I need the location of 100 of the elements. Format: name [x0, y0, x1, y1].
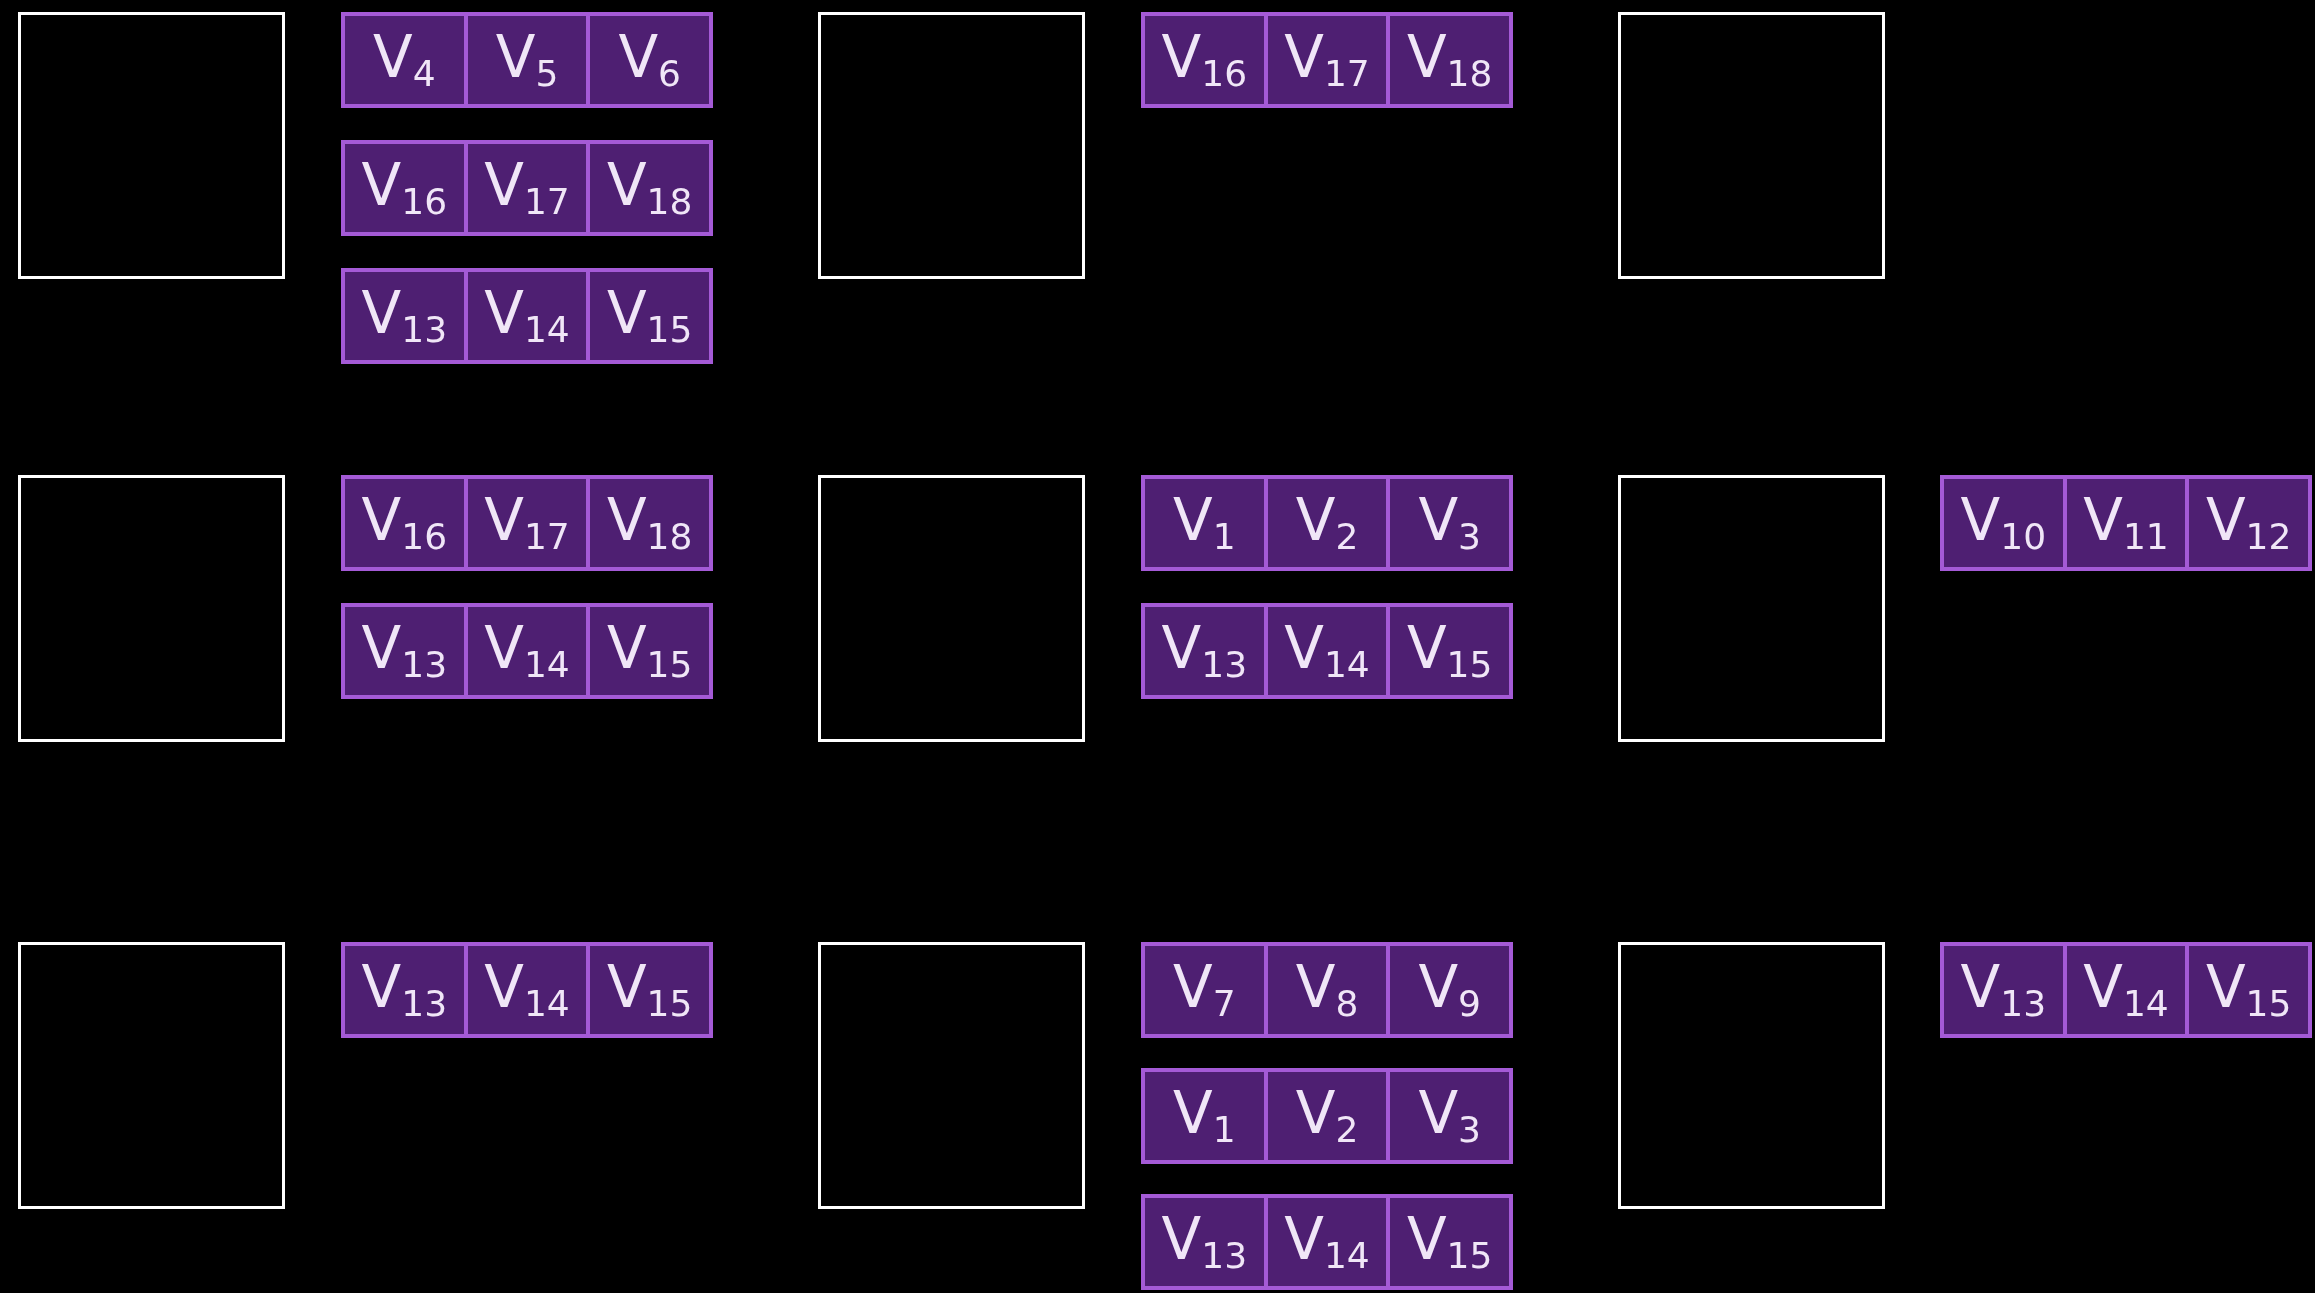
- vertex-strip: [341, 603, 713, 699]
- vertex-label: V$_{1}$: [1173, 491, 1236, 555]
- vertex-cell: [1267, 1072, 1387, 1160]
- vertex-cell: [345, 272, 464, 360]
- vertex-label: V$_{15}$: [1406, 1210, 1493, 1274]
- vertex-strip: [1940, 475, 2312, 571]
- vertex-label: V$_{5}$: [495, 28, 559, 92]
- vertex-label: V$_{14}$: [484, 958, 570, 1022]
- vertex-label: V$_{18}$: [1406, 28, 1493, 92]
- vertex-label: V$_{18}$: [606, 491, 693, 555]
- vertex-cell: [345, 144, 464, 232]
- vertex-label: V$_{17}$: [484, 156, 570, 220]
- vertex-label: V$_{15}$: [606, 619, 693, 683]
- vertex-cell: [590, 16, 709, 104]
- vertex-cell: [1944, 946, 2063, 1034]
- vertex-cell: [590, 479, 709, 567]
- vertex-cell: [467, 607, 587, 695]
- vertex-label: V$_{15}$: [2205, 958, 2292, 1022]
- vertex-cell: [1390, 479, 1509, 567]
- empty-square: [818, 475, 1085, 742]
- vertex-strip: [341, 12, 713, 108]
- vertex-cell: [2066, 946, 2186, 1034]
- empty-square: [1618, 12, 1885, 279]
- vertex-cell: [590, 946, 709, 1034]
- vertex-label: V$_{8}$: [1295, 958, 1359, 1022]
- vertex-cell: [2189, 479, 2308, 567]
- vertex-cell: [345, 479, 464, 567]
- vertex-strip: [341, 140, 713, 236]
- empty-square: [18, 475, 285, 742]
- vertex-label: V$_{15}$: [606, 284, 693, 348]
- vertex-strip: [1141, 942, 1513, 1038]
- vertex-label: V$_{2}$: [1295, 491, 1359, 555]
- vertex-strip: [341, 942, 713, 1038]
- vertex-strip: [1141, 475, 1513, 571]
- vertex-cell: [1390, 946, 1509, 1034]
- vertex-cell: [345, 607, 464, 695]
- vertex-label: V$_{10}$: [1960, 491, 2047, 555]
- vertex-cell: [1267, 607, 1387, 695]
- vertex-cell: [590, 272, 709, 360]
- vertex-label: V$_{15}$: [1406, 619, 1493, 683]
- vertex-cell: [1145, 607, 1264, 695]
- vertex-label: V$_{6}$: [618, 28, 681, 92]
- vertex-cell: [1145, 1072, 1264, 1160]
- vertex-strip: [1141, 12, 1513, 108]
- vertex-cell: [1145, 16, 1264, 104]
- empty-square: [18, 942, 285, 1209]
- vertex-cell: [467, 272, 587, 360]
- vertex-cell: [1267, 946, 1387, 1034]
- vertex-label: V$_{17}$: [484, 491, 570, 555]
- vertex-label: V$_{13}$: [1161, 1210, 1248, 1274]
- vertex-strip: [341, 268, 713, 364]
- vertex-label: V$_{18}$: [606, 156, 693, 220]
- empty-square: [1618, 475, 1885, 742]
- vertex-label: V$_{3}$: [1418, 491, 1481, 555]
- empty-square: [18, 12, 285, 279]
- vertex-cell: [1390, 1198, 1509, 1286]
- vertex-cell: [1944, 479, 2063, 567]
- vertex-label: V$_{2}$: [1295, 1084, 1359, 1148]
- empty-square: [818, 12, 1085, 279]
- vertex-cell: [345, 16, 464, 104]
- vertex-label: V$_{4}$: [373, 28, 436, 92]
- vertex-cell: [467, 16, 587, 104]
- empty-square: [818, 942, 1085, 1209]
- vertex-label: V$_{14}$: [484, 619, 570, 683]
- vertex-strip: [1141, 1068, 1513, 1164]
- vertex-label: V$_{9}$: [1418, 958, 1481, 1022]
- vertex-label: V$_{14}$: [2083, 958, 2169, 1022]
- vertex-label: V$_{1}$: [1173, 1084, 1236, 1148]
- vertex-label: V$_{13}$: [361, 619, 448, 683]
- vertex-label: V$_{13}$: [361, 958, 448, 1022]
- vertex-cell: [590, 144, 709, 232]
- vertex-strip: [1141, 603, 1513, 699]
- vertex-label: V$_{16}$: [1161, 28, 1248, 92]
- vertex-cell: [1390, 607, 1509, 695]
- vertex-label: V$_{16}$: [361, 156, 448, 220]
- vertex-strip: [1141, 1194, 1513, 1290]
- vertex-label: V$_{17}$: [1284, 28, 1370, 92]
- vertex-label: V$_{14}$: [1284, 1210, 1370, 1274]
- vertex-cell: [2189, 946, 2308, 1034]
- vertex-cell: [1390, 16, 1509, 104]
- vertex-cell: [1145, 479, 1264, 567]
- vertex-cell: [1390, 1072, 1509, 1160]
- vertex-label: V$_{14}$: [1284, 619, 1370, 683]
- vertex-cell: [1267, 479, 1387, 567]
- vertex-label: V$_{11}$: [2083, 491, 2169, 555]
- vertex-cell: [467, 479, 587, 567]
- vertex-strip: [341, 475, 713, 571]
- vertex-label: V$_{7}$: [1173, 958, 1236, 1022]
- vertex-label: V$_{13}$: [1161, 619, 1248, 683]
- vertex-cell: [467, 946, 587, 1034]
- empty-square: [1618, 942, 1885, 1209]
- vertex-label: V$_{16}$: [361, 491, 448, 555]
- vertex-label: V$_{14}$: [484, 284, 570, 348]
- vertex-cell: [2066, 479, 2186, 567]
- vertex-cell: [1145, 946, 1264, 1034]
- vertex-cell: [1145, 1198, 1264, 1286]
- vertex-label: V$_{13}$: [1960, 958, 2047, 1022]
- vertex-label: V$_{13}$: [361, 284, 448, 348]
- vertex-label: V$_{3}$: [1418, 1084, 1481, 1148]
- vertex-cell: [1267, 1198, 1387, 1286]
